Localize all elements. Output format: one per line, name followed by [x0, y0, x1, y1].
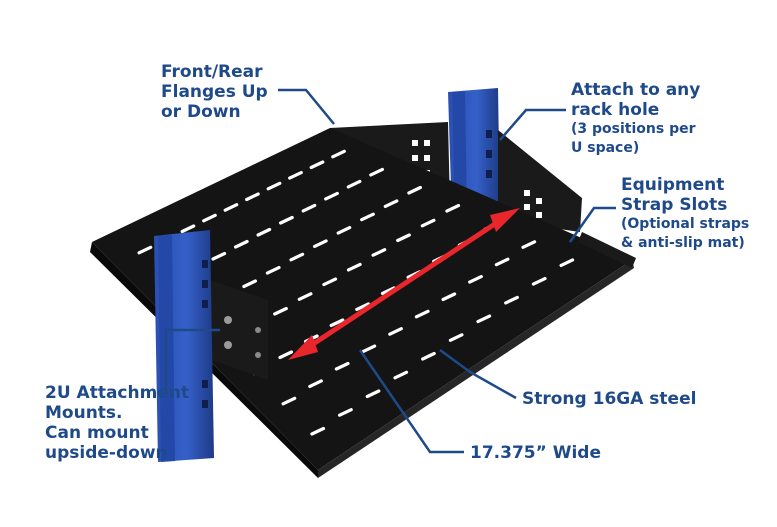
- vent-slot: [313, 239, 328, 248]
- vent-slot: [278, 350, 294, 360]
- callout-steel-line-1: Strong 16GA steel: [522, 389, 697, 409]
- vent-slot: [355, 302, 370, 311]
- vent-slot: [334, 361, 350, 371]
- vent-slot: [414, 309, 430, 319]
- vent-slot: [421, 351, 436, 361]
- callout-flanges-line-2: Flanges Up: [161, 82, 268, 102]
- vent-slot: [288, 171, 303, 180]
- vent-slot: [396, 233, 411, 243]
- width-arrow: [288, 208, 520, 360]
- vent-slot: [234, 239, 249, 249]
- callout-mounts-line-1: 2U Attachment: [45, 383, 190, 403]
- leader-steel: [439, 348, 517, 400]
- leader-strap: [568, 206, 616, 243]
- callout-wide: 17.375” Wide: [470, 443, 601, 463]
- callout-steel: Strong 16GA steel: [522, 389, 696, 409]
- vent-slot: [531, 277, 547, 286]
- callout-wide-line-1: 17.375” Wide: [470, 443, 601, 463]
- side-lip: [578, 232, 636, 268]
- callout-attach: Attach to any rack hole (3 positions per…: [571, 80, 700, 158]
- vent-slot: [445, 204, 461, 213]
- vent-slot: [223, 203, 239, 212]
- leader-lines: [164, 88, 616, 454]
- vent-slot: [180, 224, 196, 234]
- leader-flanges: [278, 88, 335, 125]
- vent-slot: [365, 389, 381, 399]
- vent-slot: [407, 185, 422, 195]
- vent-slot: [308, 379, 323, 388]
- vent-slot: [393, 370, 409, 380]
- vent-slot: [346, 262, 362, 272]
- callout-attach-line-2: rack hole: [571, 100, 660, 120]
- callout-mounts: 2U Attachment Mounts. Can mount upside-d…: [45, 383, 189, 463]
- vent-slot: [266, 181, 282, 191]
- vent-slot: [346, 179, 362, 189]
- leader-mounts: [164, 328, 220, 390]
- vent-slot: [202, 213, 217, 223]
- vent-slot: [369, 167, 384, 177]
- vent-slot: [137, 245, 153, 255]
- vent-slot: [329, 318, 345, 328]
- vent-slot: [521, 240, 537, 249]
- vent-slot: [371, 248, 387, 257]
- callout-flanges: Front/Rear Flanges Up or Down: [161, 62, 268, 122]
- front-mount-bracket: [210, 280, 268, 380]
- vent-slot: [441, 292, 457, 302]
- vent-slot: [310, 426, 326, 436]
- callout-mounts-line-4: upside-down: [45, 443, 168, 463]
- callout-flanges-line-3: or Down: [161, 102, 241, 122]
- callout-strap-line-1: Equipment: [621, 175, 725, 195]
- vent-slot: [338, 408, 353, 417]
- vent-slot: [265, 266, 281, 275]
- vent-slot: [494, 257, 510, 267]
- vent-slot: [468, 275, 483, 284]
- vent-slot: [279, 215, 294, 225]
- vent-slot: [309, 160, 325, 170]
- vent-slot: [245, 192, 260, 202]
- vent-slot: [211, 251, 227, 261]
- vent-slot: [301, 203, 317, 213]
- vent-slot: [476, 314, 492, 324]
- vent-slot: [242, 279, 257, 289]
- leader-wide: [358, 349, 464, 454]
- vent-slot: [289, 252, 305, 262]
- callout-attach-sub-2: U space): [571, 140, 640, 156]
- vent-slot: [360, 212, 375, 222]
- vent-slot: [281, 396, 297, 406]
- vent-slot: [383, 199, 399, 208]
- callout-attach-sub-1: (3 positions per: [571, 121, 696, 137]
- vent-slot: [273, 306, 288, 316]
- callout-mounts-line-3: Can mount: [45, 423, 149, 443]
- vent-slot: [336, 226, 352, 235]
- callout-attach-line-1: Attach to any: [571, 80, 701, 100]
- vent-slot: [388, 327, 403, 336]
- callout-strap-sub-2: & anti-slip mat): [621, 235, 745, 251]
- vent-slot: [331, 149, 346, 159]
- vent-slot: [322, 277, 338, 287]
- callout-flanges-line-1: Front/Rear: [161, 62, 263, 82]
- vent-slot: [448, 333, 464, 342]
- callout-strap: Equipment Strap Slots (Optional straps &…: [621, 175, 749, 253]
- vent-slot: [297, 292, 313, 301]
- vent-slot: [504, 295, 519, 305]
- vent-slot: [380, 286, 396, 295]
- vent-slot: [361, 344, 377, 354]
- leader-attach: [499, 108, 566, 141]
- vent-slot: [420, 218, 436, 228]
- callout-strap-sub-1: (Optional straps: [621, 216, 750, 232]
- vent-slot: [256, 227, 272, 237]
- vent-slot: [559, 258, 575, 267]
- vent-slot: [324, 191, 339, 201]
- callout-strap-line-2: Strap Slots: [621, 195, 728, 215]
- callout-mounts-line-2: Mounts.: [45, 403, 123, 423]
